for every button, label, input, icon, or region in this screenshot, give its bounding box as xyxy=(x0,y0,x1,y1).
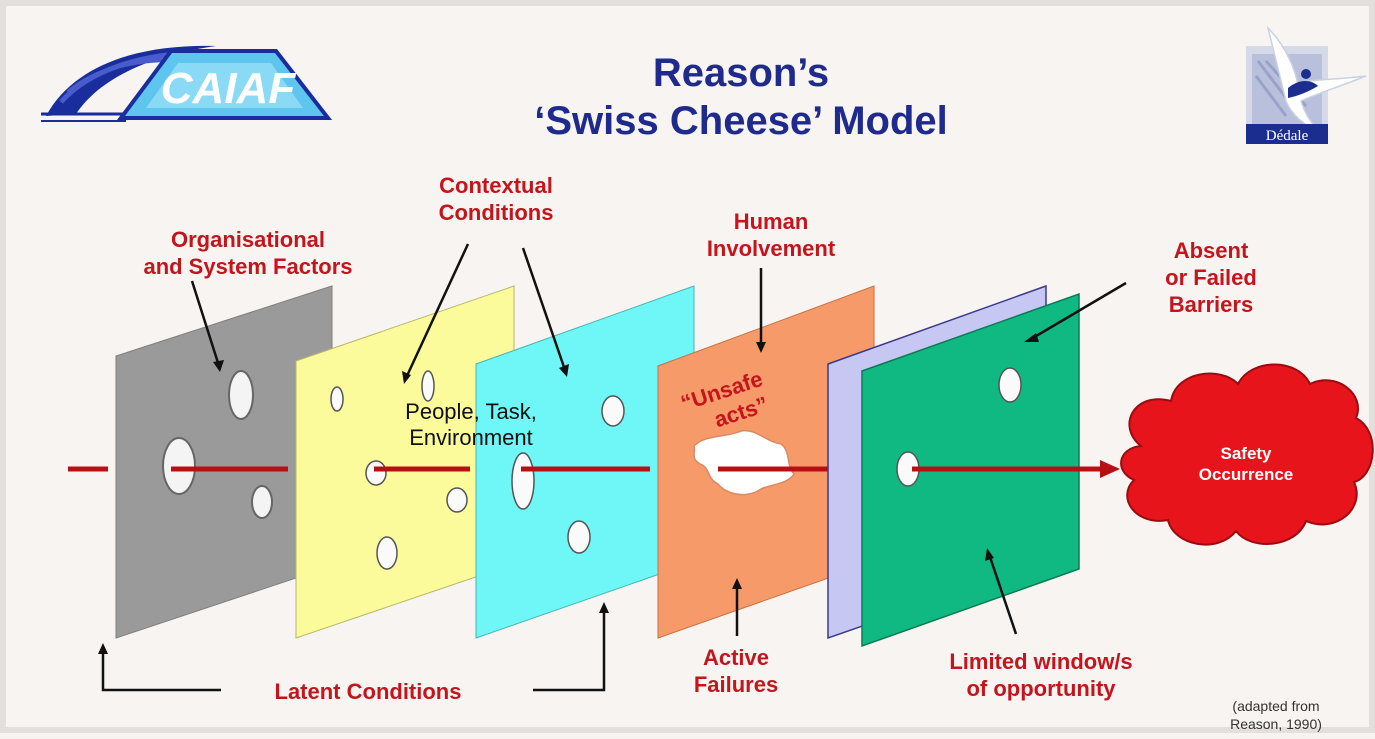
dedale-logo-text: Dédale xyxy=(1266,128,1309,144)
limited-line-1: Limited window/s xyxy=(949,649,1133,674)
caiaf-logo: CAIAF xyxy=(41,45,333,122)
human-line-1: Human xyxy=(733,209,809,234)
absent-line-2: or Failed xyxy=(1165,265,1257,290)
safety-occurrence-cloud xyxy=(1120,363,1374,546)
active-line-1: Active xyxy=(702,645,770,670)
diagram-graphics: CAIAF Dédale xyxy=(41,25,1374,692)
dedale-logo: Dédale xyxy=(1246,25,1367,144)
organisational-line-2: and System Factors xyxy=(143,254,353,279)
slice-human xyxy=(657,285,875,639)
safety-occurrence-label: Safety Occurrence xyxy=(1181,443,1311,485)
absent-barriers-label: Absent or Failed Barriers xyxy=(1126,237,1296,318)
citation-line-2: Reason, 1990) xyxy=(1230,716,1322,732)
title-line-1: Reason’s xyxy=(652,51,830,95)
slice-organisational xyxy=(115,285,333,639)
organisational-label: Organisational and System Factors xyxy=(98,226,398,280)
slice-barrier-front xyxy=(861,292,1120,648)
contextual-line-2: Conditions xyxy=(438,200,554,225)
limited-window-label: Limited window/s of opportunity xyxy=(891,648,1191,702)
safety-line-1: Safety xyxy=(1220,444,1272,463)
citation-line-1: (adapted from xyxy=(1232,698,1320,714)
safety-line-2: Occurrence xyxy=(1198,465,1294,484)
absent-line-3: Barriers xyxy=(1168,292,1254,317)
human-involvement-label: Human Involvement xyxy=(671,208,871,262)
human-line-2: Involvement xyxy=(706,236,836,261)
contextual-line-1: Contextual xyxy=(439,173,553,198)
slice-contextual-2 xyxy=(475,285,695,639)
caiaf-logo-text: CAIAF xyxy=(161,64,297,113)
people-task-environment-label: People, Task, Environment xyxy=(356,399,586,451)
latent-conditions-label: Latent Conditions xyxy=(274,679,462,704)
limited-line-2: of opportunity xyxy=(966,676,1116,701)
people-line-2: Environment xyxy=(409,425,533,450)
organisational-line-1: Organisational xyxy=(170,227,326,252)
citation: (adapted from Reason, 1990) xyxy=(1186,697,1366,733)
contextual-label: Contextual Conditions xyxy=(396,172,596,226)
people-line-1: People, Task, xyxy=(405,399,537,424)
title-line-2: ‘Swiss Cheese’ Model xyxy=(534,99,948,143)
pointer-arrows xyxy=(98,243,1127,692)
absent-line-1: Absent xyxy=(1173,238,1249,263)
active-line-2: Failures xyxy=(693,672,779,697)
active-failures-label: Active Failures xyxy=(661,644,811,698)
